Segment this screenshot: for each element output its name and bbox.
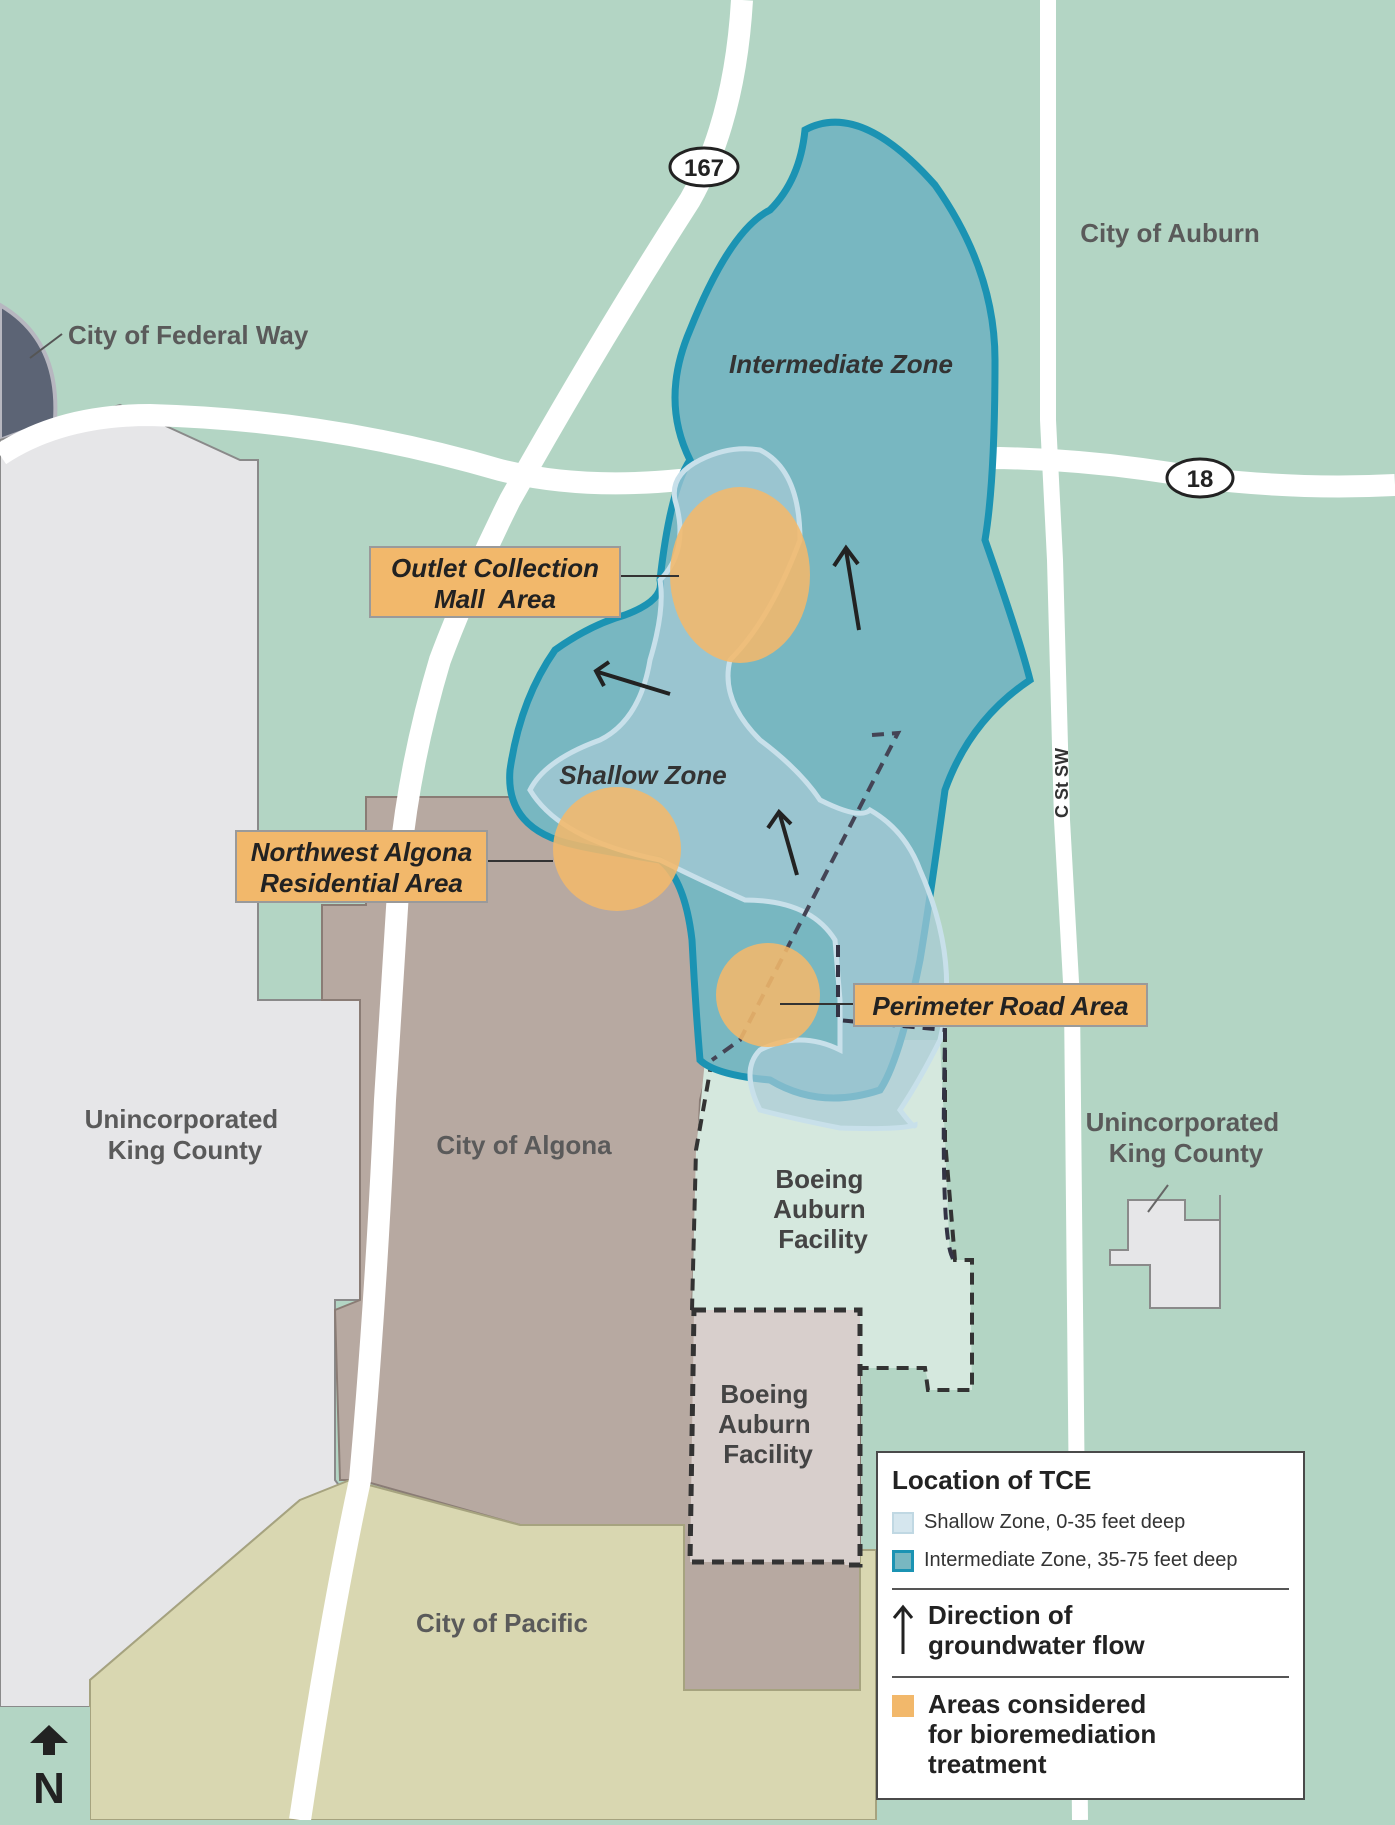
legend-intermediate-label: Intermediate Zone, 35-75 feet deep xyxy=(924,1549,1238,1571)
boeing-facility-south xyxy=(687,1307,863,1568)
boeing-south-label: Boeing Auburn Facility xyxy=(718,1379,818,1469)
shallow-zone-label: Shallow Zone xyxy=(559,760,727,790)
city-of-auburn-label: City of Auburn xyxy=(1080,218,1260,248)
northwest-algona-area-circle xyxy=(553,787,681,911)
legend: Location of TCE Shallow Zone, 0-35 feet … xyxy=(876,1451,1305,1800)
intermediate-swatch xyxy=(892,1549,914,1572)
legend-areas-row: Areas considered for bioremediation trea… xyxy=(892,1689,1156,1779)
boeing-south-line1: Boeing xyxy=(720,1379,808,1409)
city-of-federal-way-label: City of Federal Way xyxy=(68,320,309,350)
c-st-sw-road xyxy=(1040,0,1088,1820)
highway-18-label: 18 xyxy=(1187,466,1214,493)
flow-arrow-north xyxy=(832,544,861,631)
city-of-algona-label: City of Algona xyxy=(436,1130,612,1160)
legend-flow-line2: groundwater flow xyxy=(928,1630,1145,1660)
nw-algona-line1: Northwest Algona xyxy=(250,837,473,867)
outlet-collection-area-circle xyxy=(670,487,810,663)
boeing-north-line1: Boeing xyxy=(775,1164,863,1194)
city-of-pacific xyxy=(89,1478,877,1820)
legend-shallow-row: Shallow Zone, 0-35 feet deep xyxy=(892,1511,1185,1534)
boeing-dashed-boundary xyxy=(710,730,902,1062)
legend-divider-2 xyxy=(892,1676,1289,1678)
highway-167-label: 167 xyxy=(684,155,724,182)
boeing-facility-north-boundary xyxy=(690,1030,974,1392)
shallow-swatch xyxy=(892,1511,914,1534)
uninc-east-line2: King County xyxy=(1109,1138,1264,1168)
legend-shallow-label: Shallow Zone, 0-35 feet deep xyxy=(924,1511,1186,1533)
legend-flow-row: Direction of groundwater flow xyxy=(892,1600,1145,1660)
legend-title: Location of TCE xyxy=(892,1465,1092,1495)
northwest-algona-area-label: Northwest Algona Residential Area xyxy=(235,830,488,903)
federal-way-leader xyxy=(29,333,63,359)
uninc-east-leader xyxy=(1147,1184,1169,1213)
c-st-sw-label: C St SW xyxy=(1052,748,1072,818)
highway-167-shield: 167 xyxy=(668,146,740,188)
legend-areas-line3: treatment xyxy=(928,1749,1047,1779)
perimeter-road-area-label: Perimeter Road Area xyxy=(853,983,1148,1027)
city-of-pacific-label: City of Pacific xyxy=(416,1608,588,1638)
flow-arrow-north-2 xyxy=(766,808,799,876)
up-arrow-icon xyxy=(892,1604,914,1654)
uninc-west-line1: Unincorporated xyxy=(85,1104,279,1134)
uninc-east-line1: Unincorporated xyxy=(1086,1107,1280,1137)
shallow-zone-plume xyxy=(527,446,950,1132)
nw-algona-line2: Residential Area xyxy=(260,868,463,898)
boeing-south-line2: Auburn xyxy=(718,1409,810,1439)
outlet-line1: Outlet Collection xyxy=(391,553,599,583)
unincorporated-west-label: Unincorporated King County xyxy=(85,1104,286,1165)
legend-areas-line2: for bioremediation xyxy=(928,1719,1157,1749)
north-label: N xyxy=(33,1764,65,1813)
north-arrow: N xyxy=(0,1707,90,1820)
north-arrow-icon: N xyxy=(30,1725,68,1813)
uninc-west-line2: King County xyxy=(108,1135,263,1165)
perimeter-line: Perimeter Road Area xyxy=(872,991,1129,1021)
boeing-dashed-boundary-east xyxy=(836,945,957,1262)
boeing-north-label: Boeing Auburn Facility xyxy=(773,1164,873,1254)
unincorporated-king-county-east xyxy=(1109,1195,1221,1309)
orange-swatch xyxy=(892,1695,914,1717)
legend-flow-line1: Direction of xyxy=(928,1600,1073,1630)
legend-intermediate-row: Intermediate Zone, 35-75 feet deep xyxy=(892,1549,1238,1572)
perimeter-road-area-circle xyxy=(716,943,820,1047)
intermediate-zone-label: Intermediate Zone xyxy=(729,349,953,379)
boeing-north-line3: Facility xyxy=(778,1224,868,1254)
highway-167-road xyxy=(289,0,753,1820)
boeing-south-line3: Facility xyxy=(723,1439,813,1469)
boeing-north-line2: Auburn xyxy=(773,1194,865,1224)
flow-arrow-northwest xyxy=(593,660,671,696)
unincorporated-east-label: Unincorporated King County xyxy=(1086,1107,1287,1168)
legend-divider-1 xyxy=(892,1588,1289,1590)
highway-18-shield: 18 xyxy=(1165,457,1235,499)
legend-areas-line1: Areas considered xyxy=(928,1689,1147,1719)
outlet-collection-area-label: Outlet Collection Mall Area xyxy=(369,546,621,618)
outlet-line2: Mall Area xyxy=(434,584,556,614)
